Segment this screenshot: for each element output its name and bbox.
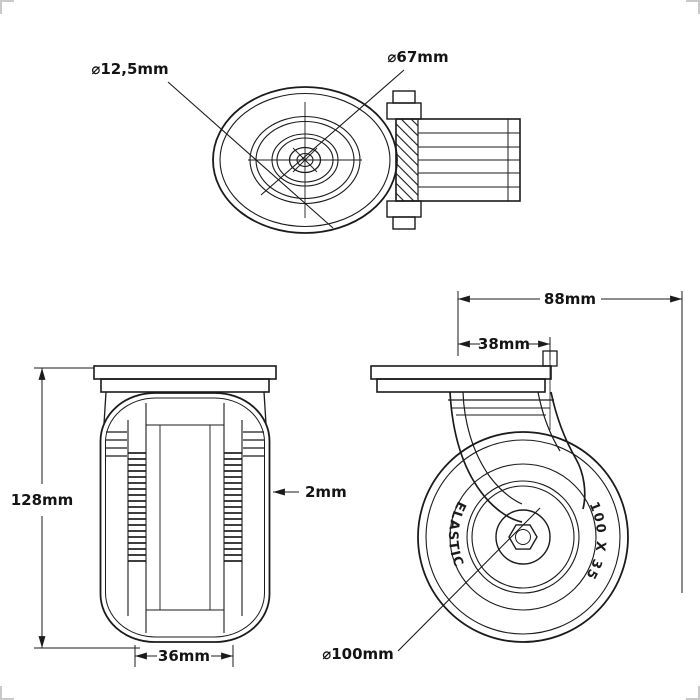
leader-bore-diameter (167, 81, 334, 229)
side-view-wheel (417, 431, 629, 643)
label-hub-diameter: ⌀67mm (387, 48, 448, 66)
tire-hatch-right (224, 452, 242, 564)
side-view-fork (449, 391, 586, 523)
side-view (370, 291, 683, 652)
kingpin-nut-bottom (386, 200, 422, 218)
hatch-strip (395, 118, 419, 202)
front-view (34, 365, 299, 667)
leader-hub-diameter (260, 69, 405, 196)
dimension-wheel-width (134, 645, 234, 667)
label-bore-diameter: ⌀12,5mm (91, 60, 168, 78)
leader-wheel-diameter (397, 507, 541, 652)
label-tread-thickness: 2mm (305, 483, 347, 501)
top-view-wheel (212, 86, 398, 234)
top-view (167, 69, 521, 234)
dimension-total-length (457, 291, 683, 593)
label-swivel-offset: 38mm (478, 335, 530, 353)
top-view-housing (386, 90, 521, 230)
dimension-swivel-offset (458, 337, 551, 360)
label-overall-height: 128mm (11, 491, 74, 509)
tire-marking-elastic: ELASTIC (445, 499, 468, 570)
kingpin-nut-top (386, 102, 422, 120)
side-view-plate (370, 365, 552, 393)
tire-hatch-left (128, 452, 146, 564)
label-total-length: 88mm (544, 290, 596, 308)
tire-marking-size: 100 X 35 (582, 500, 608, 583)
label-wheel-width: 36mm (158, 647, 210, 665)
axle-hex-nut (508, 524, 538, 550)
front-view-wheel (99, 392, 271, 643)
dimension-overall-height (34, 367, 140, 649)
label-wheel-diameter: ⌀100mm (322, 645, 394, 663)
front-view-plate (93, 365, 277, 393)
